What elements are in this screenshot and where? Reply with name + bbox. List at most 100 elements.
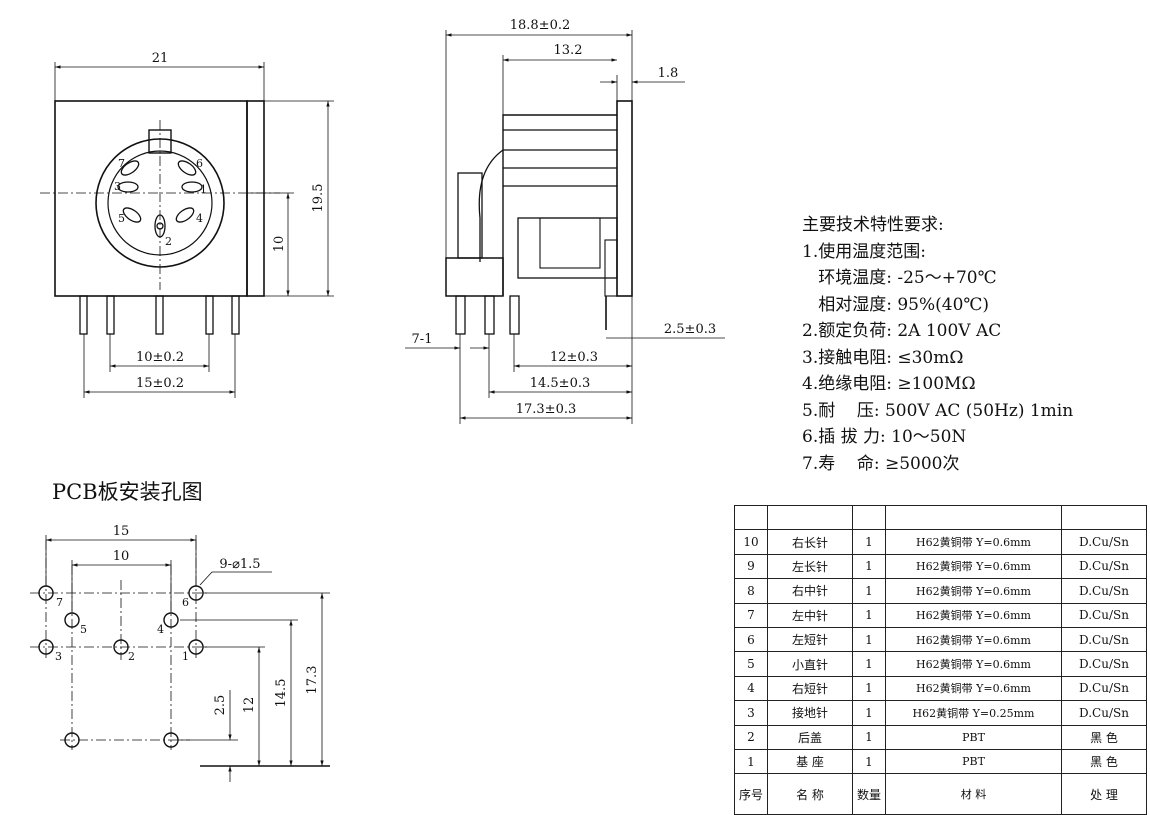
pcb-dim-10: 10 (113, 549, 130, 564)
bom-name: 右短针 (767, 675, 853, 702)
pcb-dim-2-5: 2.5 (213, 695, 228, 716)
pcb-dim-15: 15 (113, 524, 130, 539)
bom-qty: 1 (852, 675, 886, 702)
spec-line: 相对湿度: 95%(40℃) (802, 294, 990, 315)
bom-no: 9 (734, 553, 768, 580)
pcb-holes (38, 585, 204, 748)
bom-material: PBT (885, 748, 1062, 775)
pin-label: 7 (118, 157, 125, 170)
spec-line: 环境温度: -25～+70℃ (802, 268, 997, 288)
bom-finish: 黑 色 (1061, 748, 1147, 775)
front-dim-height: 19.5 (311, 184, 326, 213)
bom-finish: D.Cu/Sn (1061, 602, 1147, 628)
bom-no: 3 (734, 700, 768, 726)
bom-material: H62黄铜带 Y=0.6mm (885, 553, 1062, 580)
bom-qty: 1 (852, 626, 886, 653)
pcb-title: PCB板安装孔图 (52, 480, 203, 504)
bom-finish: D.Cu/Sn (1061, 553, 1147, 580)
bom-qty: 1 (852, 748, 886, 775)
side-dim-total: 18.8±0.2 (510, 18, 571, 33)
hole-label: 1 (182, 650, 189, 663)
spec-title: 主要技术特性要求: (802, 215, 944, 235)
pcb-hole-note: 9-⌀1.5 (219, 557, 260, 572)
hole-label: 7 (56, 596, 63, 609)
hole-label: 3 (55, 650, 62, 663)
front-pins (79, 295, 240, 335)
bom-finish: D.Cu/Sn (1061, 626, 1147, 653)
bom-no: 2 (734, 724, 768, 750)
hole-label: 2 (128, 650, 135, 663)
pin-label: 3 (114, 180, 121, 193)
bom-finish: D.Cu/Sn (1061, 529, 1147, 555)
socket-pins (117, 160, 203, 238)
bom-qty: 1 (852, 553, 886, 580)
pin-label: 5 (118, 212, 125, 225)
front-view (40, 62, 334, 398)
bom-material: H62黄铜带 Y=0.6mm (885, 529, 1062, 555)
side-dim-12: 12±0.3 (550, 350, 598, 365)
spec-line: 6.插 拔 力: 10～50N (802, 427, 967, 447)
spec-line: 7.寿 命: ≥5000次 (802, 453, 960, 474)
bom-no: 4 (734, 675, 768, 702)
front-dim-pin-outer: 15±0.2 (136, 376, 184, 391)
bom-material: H62黄铜带 Y=0.6mm (885, 651, 1062, 677)
bom-name: 右长针 (767, 529, 853, 555)
bom-finish: 黑 色 (1061, 724, 1147, 750)
bom-qty: 1 (852, 602, 886, 628)
bom-no: 7 (734, 602, 768, 628)
bom-name: 接地针 (767, 700, 853, 726)
bom-name: 左长针 (767, 553, 853, 580)
pcb-dim-12: 12 (242, 697, 257, 714)
bom-material: PBT (885, 724, 1062, 750)
spec-block: 主要技术特性要求: 1.使用温度范围: 环境温度: -25～+70℃ 相对湿度:… (802, 212, 1073, 477)
pcb-dim-17-3: 17.3 (305, 666, 320, 695)
spec-line: 4.绝缘电阻: ≥100MΩ (802, 374, 976, 394)
bom-qty: 1 (852, 724, 886, 750)
bom-no: 8 (734, 578, 768, 604)
bom-material: H62黄铜带 Y=0.6mm (885, 602, 1062, 628)
front-flange (246, 100, 265, 297)
table-row (734, 504, 1147, 531)
bom-finish: D.Cu/Sn (1061, 675, 1147, 702)
side-view (405, 30, 725, 424)
bom-no: 10 (734, 529, 768, 555)
bom-no: 1 (734, 748, 768, 775)
pin-label: 4 (196, 212, 203, 225)
spec-line: 5.耐 压: 500V AC (50Hz) 1min (802, 400, 1074, 421)
bom-finish: D.Cu/Sn (1061, 651, 1147, 677)
bom-no: 6 (734, 626, 768, 653)
bom-material: H62黄铜带 Y=0.6mm (885, 626, 1062, 653)
pcb-hole-layout (30, 535, 330, 782)
bom-material: H62黄铜带 Y=0.6mm (885, 675, 1062, 702)
side-dim-pin-gap: 7-1 (412, 332, 433, 347)
spec-line: 1.使用温度范围: (802, 241, 926, 262)
bom-header-name: 名 称 (767, 773, 853, 815)
side-dim-17-3: 17.3±0.3 (516, 402, 577, 417)
front-dim-width: 21 (152, 51, 169, 66)
hole-label: 4 (157, 623, 164, 636)
bom-name: 左中针 (767, 602, 853, 628)
bom-name: 基 座 (767, 748, 853, 775)
pin-label: 2 (165, 235, 172, 248)
bom-finish: D.Cu/Sn (1061, 578, 1147, 604)
front-dim-center: 10 (272, 236, 287, 253)
side-dim-14-5: 14.5±0.3 (530, 376, 591, 391)
pin-label: 1 (200, 183, 207, 196)
bom-qty: 1 (852, 529, 886, 555)
bom-header-no: 序号 (734, 773, 768, 815)
bom-finish: D.Cu/Sn (1061, 700, 1147, 726)
bom-name: 后盖 (767, 724, 853, 750)
bom-qty: 1 (852, 578, 886, 604)
pin-label: 6 (196, 157, 203, 170)
hole-label: 6 (182, 596, 189, 609)
bom-material: H62黄铜带 Y=0.6mm (885, 578, 1062, 604)
bom-material: H62黄铜带 Y=0.25mm (885, 700, 1062, 726)
